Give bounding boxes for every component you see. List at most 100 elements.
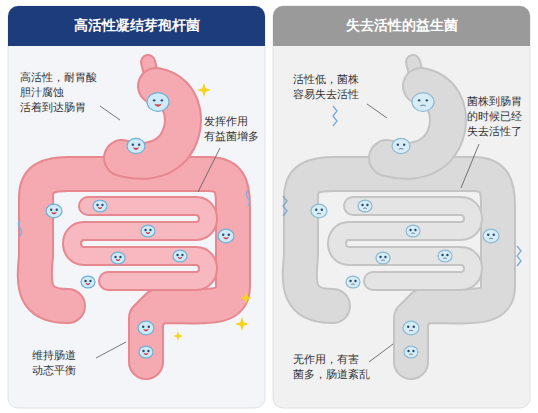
bacterium-eye bbox=[403, 143, 405, 145]
bacterium-eye bbox=[321, 209, 323, 211]
panel-heading: 高活性凝结芽孢杆菌 bbox=[8, 6, 265, 46]
bacterium-eye bbox=[414, 229, 416, 231]
bacterium-body bbox=[412, 93, 434, 112]
bacterium-eye bbox=[441, 254, 443, 256]
bacterium bbox=[438, 250, 452, 262]
bacterium-eye bbox=[142, 350, 144, 352]
bacterium-body bbox=[218, 229, 234, 243]
bacterium-eye bbox=[176, 254, 178, 256]
leader-line bbox=[100, 106, 120, 120]
bacterium-eye bbox=[84, 280, 86, 282]
bacterium-body bbox=[404, 346, 418, 358]
bacterium-mouth bbox=[86, 283, 90, 284]
bacterium bbox=[139, 346, 153, 358]
callout-text: 活性低，菌株 容易失去活性 bbox=[293, 72, 375, 102]
bacterium-eye bbox=[384, 256, 386, 258]
leader-line bbox=[198, 148, 220, 192]
callout-text: 无作用，有害 菌多，肠道紊乱 bbox=[293, 352, 377, 382]
bacterium-eye bbox=[418, 99, 420, 101]
bacterium-eye bbox=[366, 204, 368, 206]
bacterium-body bbox=[403, 321, 419, 335]
bacterium-mouth bbox=[224, 238, 229, 239]
organ-fill bbox=[300, 174, 498, 362]
bacterium-eye bbox=[493, 234, 495, 236]
leader-line bbox=[367, 104, 387, 118]
intestine-figure bbox=[273, 6, 530, 408]
bacterium-mouth bbox=[420, 105, 426, 107]
bacterium bbox=[93, 200, 107, 212]
organ-fill bbox=[387, 86, 448, 161]
bacterium-body bbox=[111, 252, 125, 264]
bacterium-mouth bbox=[52, 213, 57, 214]
bacterium-body bbox=[392, 138, 410, 153]
bacterium-mouth bbox=[399, 148, 404, 150]
bacterium-eye bbox=[147, 350, 149, 352]
bacterium-eye bbox=[132, 143, 134, 145]
bacterium-eye bbox=[119, 256, 121, 258]
bacterium-eye bbox=[349, 280, 351, 282]
bacterium-eye bbox=[315, 209, 317, 211]
panel-ground bbox=[273, 6, 530, 408]
intestine-figure bbox=[8, 6, 265, 408]
bacterium-body bbox=[139, 346, 153, 358]
bacterium-body bbox=[346, 276, 360, 288]
bacterium-mouth bbox=[381, 259, 385, 261]
bacterium-body bbox=[406, 225, 420, 237]
bacterium-mouth bbox=[489, 238, 493, 240]
panel-ground bbox=[8, 6, 265, 408]
bacterium-body bbox=[438, 250, 452, 262]
bacterium-eye bbox=[397, 143, 399, 145]
bacterium-eye bbox=[148, 326, 150, 328]
organ-outline bbox=[387, 86, 448, 161]
bacterium bbox=[46, 204, 62, 218]
bacterium bbox=[138, 321, 154, 335]
jitter-mark bbox=[333, 106, 337, 126]
bacterium-eye bbox=[161, 99, 163, 101]
organ-fill bbox=[72, 206, 208, 281]
motion-wave bbox=[247, 190, 250, 206]
bacterium bbox=[111, 252, 125, 264]
panel-heading: 失去活性的益生菌 bbox=[273, 6, 530, 46]
callout-text: 高活性，耐胃酸 胆汁腐蚀 活着到达肠胃 bbox=[20, 70, 104, 115]
bacterium-eye bbox=[354, 280, 356, 282]
bacterium-body bbox=[483, 229, 499, 243]
organ-fill bbox=[122, 86, 183, 161]
bacterium-mouth bbox=[133, 148, 138, 150]
leader-line bbox=[461, 144, 479, 188]
bacterium-eye bbox=[446, 254, 448, 256]
bacterium-body bbox=[127, 138, 145, 153]
bacterium-eye bbox=[409, 229, 411, 231]
bacterium bbox=[406, 225, 420, 237]
bacterium bbox=[376, 252, 390, 264]
bacterium-eye bbox=[56, 209, 58, 211]
bacterium-eye bbox=[181, 254, 183, 256]
callout-text: 发挥作用 有益菌增多 bbox=[204, 114, 264, 144]
bacterium-eye bbox=[144, 229, 146, 231]
bacterium bbox=[218, 229, 234, 243]
sparkle bbox=[235, 317, 249, 331]
sparkle bbox=[240, 292, 252, 304]
bacterium bbox=[346, 276, 360, 288]
bacterium-mouth bbox=[155, 104, 162, 106]
bacterium-mouth bbox=[351, 283, 355, 285]
bacterium-body bbox=[81, 276, 95, 288]
jitter-mark bbox=[517, 246, 521, 266]
leader-line bbox=[369, 344, 393, 362]
bacterium-eye bbox=[407, 326, 409, 328]
bacterium-eye bbox=[96, 204, 98, 206]
bacterium-eye bbox=[101, 204, 103, 206]
bacterium-mouth bbox=[363, 207, 367, 209]
bacterium-body bbox=[311, 204, 327, 218]
bacterium-eye bbox=[379, 256, 381, 258]
organ-outline bbox=[337, 206, 473, 281]
bacterium-body bbox=[147, 93, 169, 112]
organ-outline bbox=[35, 174, 233, 362]
jitter-mark bbox=[283, 196, 287, 216]
bacterium-mouth bbox=[116, 259, 120, 260]
bacterium bbox=[483, 229, 499, 243]
bacterium-body bbox=[376, 252, 390, 264]
bacterium-mouth bbox=[146, 232, 150, 233]
panel: 失去活性的益生菌 bbox=[273, 6, 530, 408]
bacterium bbox=[81, 276, 95, 288]
